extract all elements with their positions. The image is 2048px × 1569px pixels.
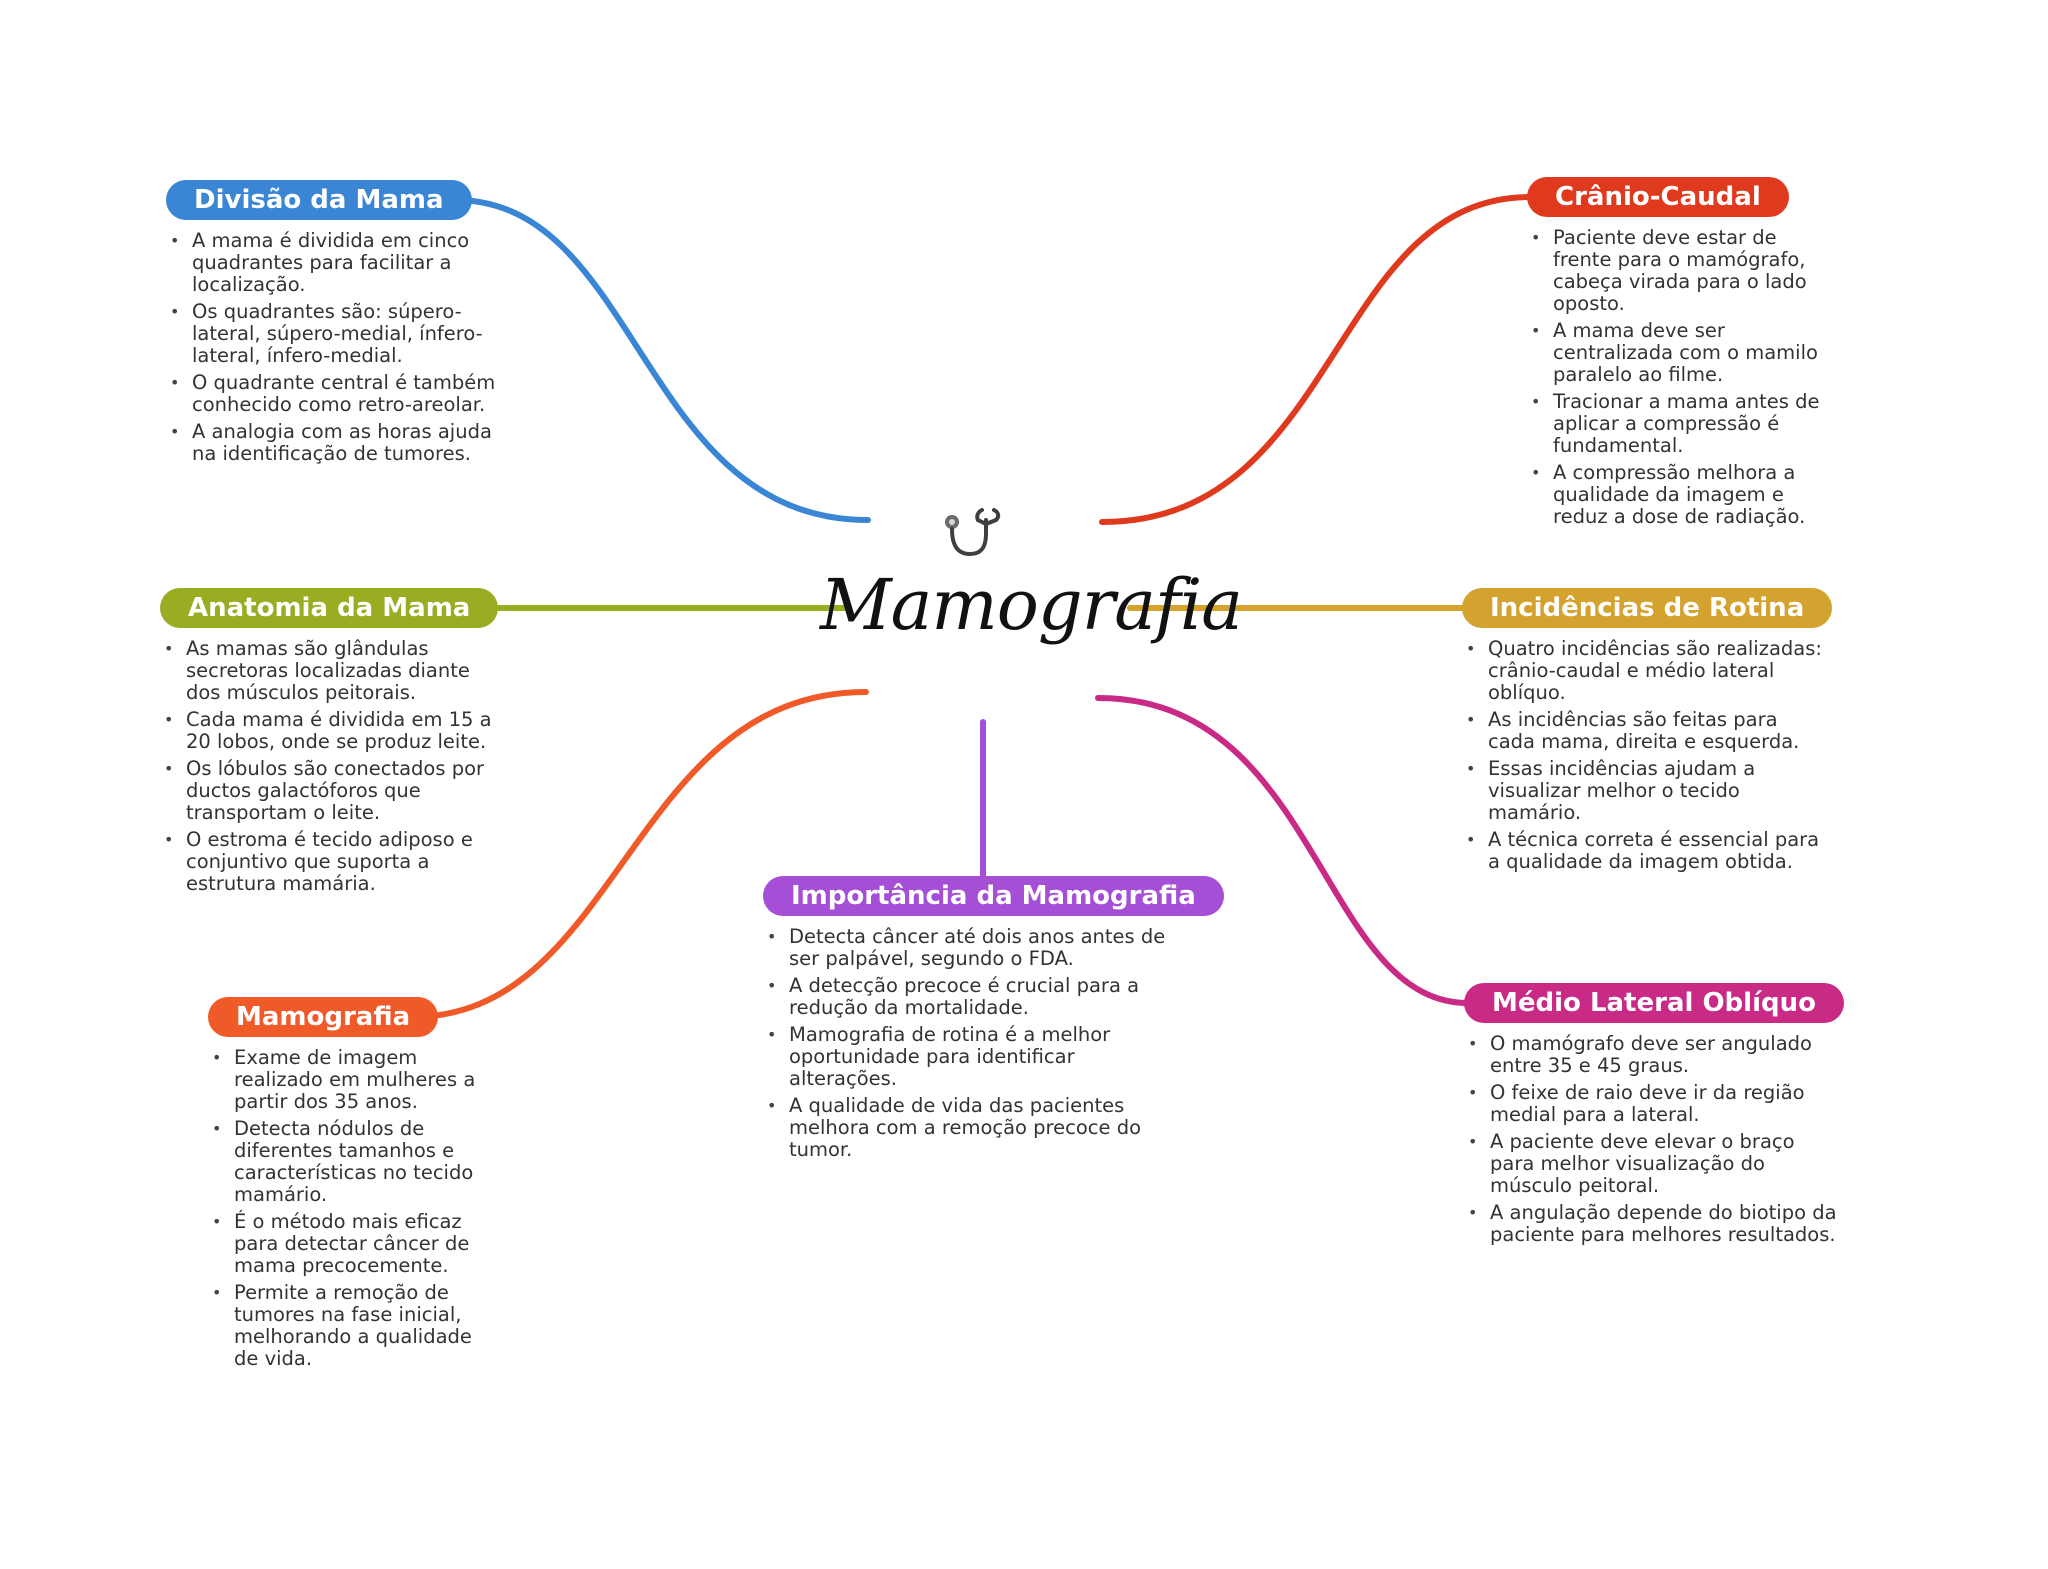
topic-incidencias: Incidências de Rotina Quatro incidências… bbox=[1462, 588, 1833, 878]
list-item: Detecta nódulos de diferentes tamanhos e… bbox=[208, 1118, 478, 1206]
list-item: É o método mais eficaz para detectar cân… bbox=[208, 1211, 478, 1277]
list-item: A mama deve ser centralizada com o mamil… bbox=[1527, 320, 1827, 386]
list-item: A analogia com as horas ajuda na identif… bbox=[166, 421, 506, 465]
topic-title-anatomia: Anatomia da Mama bbox=[160, 588, 499, 628]
list-item: Exame de imagem realizado em mulheres a … bbox=[208, 1047, 478, 1113]
connector-cranio bbox=[1099, 194, 1533, 525]
topic-cranio: Crânio-Caudal Paciente deve estar de fre… bbox=[1527, 177, 1827, 533]
topic-points-incidencias: Quatro incidências são realizadas: crâni… bbox=[1462, 638, 1822, 873]
list-item: Cada mama é dividida em 15 a 20 lobos, o… bbox=[160, 709, 505, 753]
list-item: O estroma é tecido adiposo e conjuntivo … bbox=[160, 829, 505, 895]
list-item: As incidências são feitas para cada mama… bbox=[1462, 709, 1822, 753]
topic-mamografia: Mamografia Exame de imagem realizado em … bbox=[208, 997, 478, 1375]
list-item: Paciente deve estar de frente para o mam… bbox=[1527, 227, 1827, 315]
list-item: Permite a remoção de tumores na fase ini… bbox=[208, 1282, 478, 1370]
list-item: A qualidade de vida das pacientes melhor… bbox=[763, 1095, 1183, 1161]
topic-medio: Médio Lateral Oblíquo O mamógrafo deve s… bbox=[1464, 983, 1844, 1251]
list-item: Os quadrantes são: súpero-lateral, súper… bbox=[166, 301, 506, 367]
connector-divisao bbox=[452, 197, 871, 523]
stethoscope-icon bbox=[945, 508, 1001, 557]
topic-importancia: Importância da Mamografia Detecta câncer… bbox=[763, 876, 1224, 1166]
list-item: A angulação depende do biotipo da pacien… bbox=[1464, 1202, 1844, 1246]
connector-medio bbox=[1095, 695, 1471, 1006]
topic-points-anatomia: As mamas são glândulas secretoras locali… bbox=[160, 638, 505, 895]
topic-divisao: Divisão da Mama A mama é dividida em cin… bbox=[166, 180, 506, 470]
list-item: O feixe de raio deve ir da região medial… bbox=[1464, 1082, 1844, 1126]
topic-title-medio: Médio Lateral Oblíquo bbox=[1464, 983, 1844, 1023]
central-title: Mamografia bbox=[820, 564, 1243, 646]
list-item: Detecta câncer até dois anos antes de se… bbox=[763, 926, 1183, 970]
topic-title-incidencias: Incidências de Rotina bbox=[1462, 588, 1833, 628]
list-item: Mamografia de rotina é a melhor oportuni… bbox=[763, 1024, 1183, 1090]
list-item: O mamógrafo deve ser angulado entre 35 e… bbox=[1464, 1033, 1844, 1077]
list-item: A compressão melhora a qualidade da imag… bbox=[1527, 462, 1827, 528]
connector-mamografia bbox=[409, 689, 869, 1020]
topic-points-divisao: A mama é dividida em cinco quadrantes pa… bbox=[166, 230, 506, 465]
list-item: Essas incidências ajudam a visualizar me… bbox=[1462, 758, 1822, 824]
list-item: A mama é dividida em cinco quadrantes pa… bbox=[166, 230, 506, 296]
list-item: As mamas são glândulas secretoras locali… bbox=[160, 638, 505, 704]
list-item: Quatro incidências são realizadas: crâni… bbox=[1462, 638, 1822, 704]
topic-title-cranio: Crânio-Caudal bbox=[1527, 177, 1789, 217]
list-item: A técnica correta é essencial para a qua… bbox=[1462, 829, 1822, 873]
topic-title-importancia: Importância da Mamografia bbox=[763, 876, 1224, 916]
topic-title-divisao: Divisão da Mama bbox=[166, 180, 472, 220]
list-item: A detecção precoce é crucial para a redu… bbox=[763, 975, 1183, 1019]
topic-points-medio: O mamógrafo deve ser angulado entre 35 e… bbox=[1464, 1033, 1844, 1246]
list-item: Os lóbulos são conectados por ductos gal… bbox=[160, 758, 505, 824]
topic-title-mamografia: Mamografia bbox=[208, 997, 439, 1037]
list-item: O quadrante central é também conhecido c… bbox=[166, 372, 506, 416]
list-item: A paciente deve elevar o braço para melh… bbox=[1464, 1131, 1844, 1197]
topic-points-mamografia: Exame de imagem realizado em mulheres a … bbox=[208, 1047, 478, 1370]
list-item: Tracionar a mama antes de aplicar a comp… bbox=[1527, 391, 1827, 457]
topic-anatomia: Anatomia da Mama As mamas são glândulas … bbox=[160, 588, 505, 900]
topic-points-importancia: Detecta câncer até dois anos antes de se… bbox=[763, 926, 1183, 1161]
topic-points-cranio: Paciente deve estar de frente para o mam… bbox=[1527, 227, 1827, 528]
